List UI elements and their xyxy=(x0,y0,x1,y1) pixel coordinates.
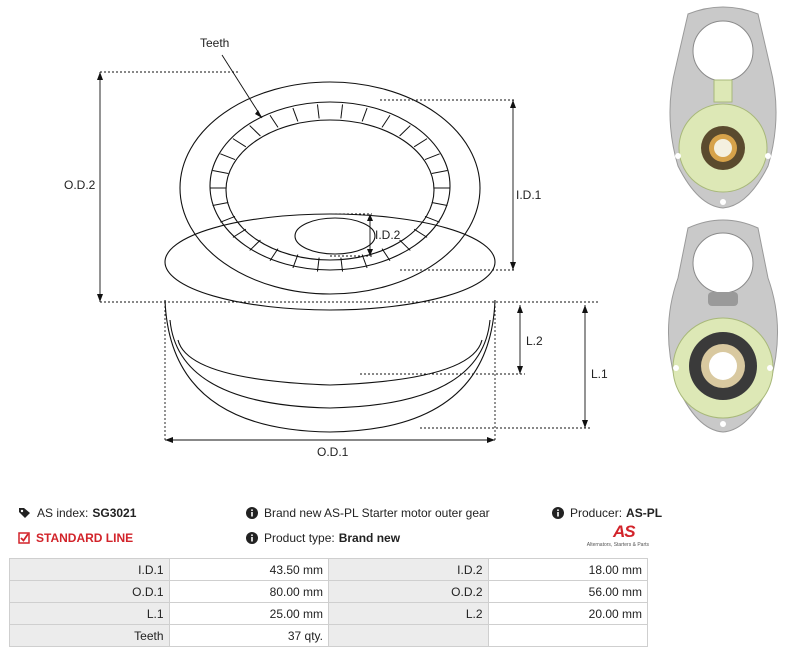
standard-line-label: STANDARD LINE xyxy=(36,531,134,545)
spec-label: I.D.1 xyxy=(9,558,170,581)
tooth-slot xyxy=(249,239,261,251)
tooth-slot xyxy=(316,104,320,119)
spec-value: 43.50 mm xyxy=(168,558,329,581)
product-photo-back xyxy=(667,219,779,433)
tooth-slot xyxy=(424,216,440,223)
spec-label: I.D.2 xyxy=(328,558,489,581)
logo-tagline: Alternators, Starters & Parts xyxy=(586,542,649,548)
tooth-slot xyxy=(212,170,229,174)
inner-hole-ellipse xyxy=(294,217,376,255)
tooth-slot xyxy=(381,248,391,262)
label-od2: O.D.2 xyxy=(64,178,96,192)
as-pl-logo: AS Alternators, Starters & Parts xyxy=(585,522,649,552)
producer-label: Producer: xyxy=(570,506,623,520)
tooth-slot xyxy=(431,170,448,174)
label-teeth: Teeth xyxy=(200,36,229,50)
spec-label: O.D.2 xyxy=(328,580,489,603)
tag-icon xyxy=(19,508,30,518)
tooth-slot xyxy=(361,254,368,269)
check-square-icon xyxy=(18,532,30,544)
spec-label: O.D.1 xyxy=(9,580,170,603)
tooth-slot xyxy=(399,239,411,251)
cylinder-top-ellipse xyxy=(179,81,481,295)
table-row: I.D.1 43.50 mm I.D.2 18.00 mm xyxy=(9,558,648,581)
tooth-slot xyxy=(269,248,279,262)
specs-table: I.D.1 43.50 mm I.D.2 18.00 mm O.D.1 80.0… xyxy=(9,558,648,647)
tooth-slot xyxy=(340,104,344,119)
spec-value: 18.00 mm xyxy=(487,558,648,581)
tooth-slot xyxy=(220,216,236,223)
label-id1: I.D.1 xyxy=(516,188,542,202)
body-bottom-rim xyxy=(164,299,496,433)
spec-value xyxy=(487,624,648,647)
standard-line-badge: STANDARD LINE xyxy=(18,531,133,545)
spec-label: L.2 xyxy=(328,602,489,625)
product-description: Brand new AS-PL Starter motor outer gear xyxy=(264,506,490,520)
product-type-value: Brand new xyxy=(338,531,401,545)
tooth-slot xyxy=(316,257,320,272)
table-row: L.1 25.00 mm L.2 20.00 mm xyxy=(9,602,648,625)
logo-mark: AS xyxy=(613,522,636,541)
tooth-slot xyxy=(220,153,236,160)
label-od1: O.D.1 xyxy=(317,445,349,459)
body-mid-rim xyxy=(169,319,491,409)
tooth-slot xyxy=(269,114,279,128)
as-index-label: AS index: xyxy=(37,506,89,520)
info-icon xyxy=(552,507,564,519)
product-type-label: Product type: xyxy=(264,531,335,545)
label-l1: L.1 xyxy=(591,367,608,381)
bore-inner-ellipse xyxy=(225,119,435,261)
spec-value: 25.00 mm xyxy=(168,602,329,625)
table-row: Teeth 37 qty. xyxy=(9,624,648,647)
spec-value: 56.00 mm xyxy=(487,580,648,603)
tooth-slot xyxy=(413,138,428,148)
tooth-slot xyxy=(424,153,440,160)
info-icon xyxy=(246,507,258,519)
body-groove xyxy=(177,339,483,386)
teeth-slots xyxy=(210,104,450,272)
tooth-slot xyxy=(431,202,448,206)
outer-body-ellipse xyxy=(164,213,496,311)
label-l2: L.2 xyxy=(526,334,543,348)
table-row: O.D.1 80.00 mm O.D.2 56.00 mm xyxy=(9,580,648,603)
tooth-slot xyxy=(292,107,299,122)
producer-value: AS-PL xyxy=(626,506,663,520)
tooth-slot xyxy=(340,257,344,272)
bore-ellipse xyxy=(209,101,451,271)
tooth-slot xyxy=(249,125,261,137)
teeth-leader xyxy=(221,54,263,119)
description-row: Brand new AS-PL Starter motor outer gear xyxy=(246,506,490,520)
spec-value: 37 qty. xyxy=(168,624,329,647)
tooth-slot xyxy=(292,254,299,269)
tooth-slot xyxy=(212,202,229,206)
spec-value: 20.00 mm xyxy=(487,602,648,625)
tooth-slot xyxy=(381,114,391,128)
as-index-row: AS index: SG3021 xyxy=(18,506,136,520)
product-photo-front xyxy=(669,6,777,209)
info-icon xyxy=(246,532,258,544)
spec-value: 80.00 mm xyxy=(168,580,329,603)
tooth-slot xyxy=(232,138,247,148)
tooth-slot xyxy=(399,125,411,137)
label-id2: I.D.2 xyxy=(375,228,401,242)
tooth-slot xyxy=(413,228,428,238)
tooth-slot xyxy=(232,228,247,238)
tooth-slot xyxy=(361,107,368,122)
technical-drawing: Teeth O.D.2 I.D.1 I.D.2 L.2 L.1 O.D.1 xyxy=(64,36,608,459)
as-index-value: SG3021 xyxy=(92,506,137,520)
product-type-row: Product type: Brand new xyxy=(246,531,400,545)
spec-label: Teeth xyxy=(9,624,170,647)
spec-label xyxy=(328,624,489,647)
spec-label: L.1 xyxy=(9,602,170,625)
producer-row: Producer: AS-PL xyxy=(552,506,662,520)
